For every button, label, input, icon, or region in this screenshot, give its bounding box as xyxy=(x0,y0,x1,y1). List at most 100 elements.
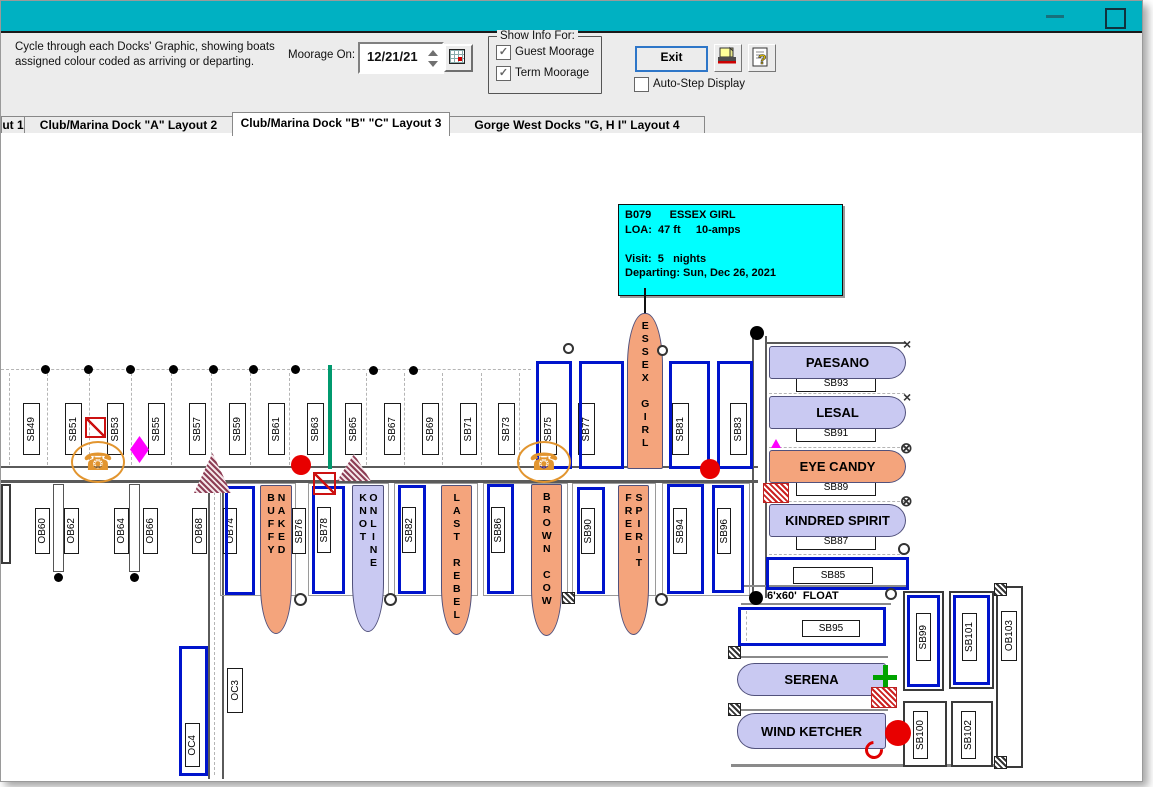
boat-buffy-naked[interactable]: BUFFY NAKED xyxy=(260,485,292,634)
slip-label-sb73: SB73 xyxy=(498,403,515,455)
boat-info-tooltip: B079 ESSEX GIRL LOA: 47 ft 10-amps Visit… xyxy=(618,204,843,296)
empty-slip[interactable] xyxy=(487,484,514,594)
dash-v xyxy=(171,373,172,465)
slip-label-ob66: OB66 xyxy=(143,508,158,554)
checkbox-icon xyxy=(634,77,649,92)
empty-slip[interactable] xyxy=(179,646,208,776)
empty-slip[interactable] xyxy=(907,595,940,687)
slip-label-ob62: OB62 xyxy=(64,508,79,554)
dash-v xyxy=(366,373,367,465)
dash-h xyxy=(1,369,531,370)
empty-slip[interactable] xyxy=(738,607,886,646)
moorage-date-value: 12/21/21 xyxy=(367,49,418,64)
dash-v xyxy=(211,373,212,465)
slip-label-sb77: SB77 xyxy=(578,403,595,455)
slip-label-ob64: OB64 xyxy=(114,508,129,554)
tab-2[interactable]: Club/Marina Dock "A" Layout 2 xyxy=(24,116,233,134)
dash-h xyxy=(769,501,905,502)
dash-v xyxy=(746,611,747,641)
pin xyxy=(898,543,910,555)
boat-serena[interactable]: SERENA xyxy=(737,663,886,696)
empty-slip[interactable] xyxy=(766,557,909,590)
plus xyxy=(873,665,897,689)
minimize-button[interactable] xyxy=(1046,15,1064,18)
dash-v xyxy=(481,373,482,465)
slip-label-sb61: SB61 xyxy=(268,403,285,455)
dot xyxy=(54,573,63,582)
empty-slip[interactable] xyxy=(669,361,710,469)
dot xyxy=(749,591,763,605)
moorage-date-input[interactable]: 12/21/21 xyxy=(358,42,444,74)
boat-lesal[interactable]: LESAL xyxy=(769,396,906,429)
exit-button[interactable]: Exit xyxy=(635,46,708,72)
slip-label-sb65: SB65 xyxy=(345,403,362,455)
hline xyxy=(741,585,906,587)
hline xyxy=(728,709,888,711)
svg-text:?: ? xyxy=(758,51,767,67)
date-spin-down[interactable] xyxy=(428,61,438,67)
slip-label-sb55: SB55 xyxy=(148,403,165,455)
maximize-button[interactable] xyxy=(1105,8,1126,29)
marker-symbol: ⊗ xyxy=(900,440,913,457)
dot xyxy=(291,365,300,374)
boat-free-spirit[interactable]: FREE SPIRIT xyxy=(618,485,649,635)
dot xyxy=(130,573,139,582)
marker-symbol: × xyxy=(903,389,912,405)
boat-knot-online[interactable]: KNOT ONLINE xyxy=(352,485,384,632)
empty-slip[interactable] xyxy=(398,485,426,594)
redc xyxy=(291,455,311,475)
dot xyxy=(209,365,218,374)
date-spin-up[interactable] xyxy=(428,50,438,56)
calendar-button[interactable] xyxy=(444,44,473,72)
boat-eye-candy[interactable]: EYE CANDY xyxy=(769,450,906,483)
hline xyxy=(728,656,888,658)
slip-label-sb94: SB94 xyxy=(673,508,687,554)
empty-slip[interactable] xyxy=(712,485,744,593)
pin xyxy=(885,588,897,600)
phone-marker-icon: ☎ xyxy=(517,441,571,483)
boat-last-rebel[interactable]: LAST REBEL xyxy=(441,485,472,635)
empty-slip[interactable] xyxy=(579,361,624,469)
tab-4[interactable]: Gorge West Docks "G, H I" Layout 4 xyxy=(449,116,705,134)
slip-label-sb85: SB85 xyxy=(793,567,873,584)
slip-label-sb57: SB57 xyxy=(189,403,206,455)
dock-layout-pane: B079 ESSEX GIRL LOA: 47 ft 10-amps Visit… xyxy=(1,133,1142,781)
slip-label-ob68: OB68 xyxy=(192,508,207,554)
hline xyxy=(1,466,758,468)
dot xyxy=(750,326,764,340)
boat-essex-girl[interactable]: ESSEX GIRL xyxy=(627,313,663,469)
empty-slip[interactable] xyxy=(577,487,605,594)
slip-label-sb63: SB63 xyxy=(307,403,324,455)
dot xyxy=(369,366,378,375)
empty-slip[interactable] xyxy=(717,361,753,469)
empty-slip[interactable] xyxy=(225,486,255,595)
toolbar: Cycle through each Docks' Graphic, showi… xyxy=(1,30,1142,114)
vline xyxy=(208,483,210,779)
auto-step-checkbox[interactable]: Auto-Step Display xyxy=(634,77,784,92)
boat-wind-ketcher[interactable]: WIND KETCHER xyxy=(737,713,886,749)
empty-slip[interactable] xyxy=(667,484,704,594)
vline xyxy=(222,483,224,779)
bay xyxy=(572,483,656,596)
boat-kindred-spirit[interactable]: KINDRED SPIRIT xyxy=(769,504,906,537)
dash-h xyxy=(769,447,905,448)
tab-3[interactable]: Club/Marina Dock "B" "C" Layout 3 xyxy=(232,112,450,136)
bay xyxy=(308,483,389,596)
hline xyxy=(741,603,891,605)
boat-paesano[interactable]: PAESANO xyxy=(769,346,906,379)
dot xyxy=(41,365,50,374)
dash-v xyxy=(442,373,443,465)
print-button[interactable] xyxy=(714,44,742,72)
hline xyxy=(731,764,1006,767)
checkbox-icon: ✓ xyxy=(496,66,511,81)
tab-1[interactable]: ut 1 xyxy=(1,116,25,134)
help-button[interactable]: ? xyxy=(748,44,776,72)
slip-label-sb71: SB71 xyxy=(460,403,477,455)
finger xyxy=(129,484,140,572)
empty-slip[interactable] xyxy=(953,595,990,685)
boat-brown-cow[interactable]: BROWN COW xyxy=(531,484,562,636)
dash-h xyxy=(769,554,905,555)
dash-v xyxy=(9,373,10,465)
pin xyxy=(384,593,397,606)
float-label: 6'x60' FLOAT xyxy=(767,590,839,602)
